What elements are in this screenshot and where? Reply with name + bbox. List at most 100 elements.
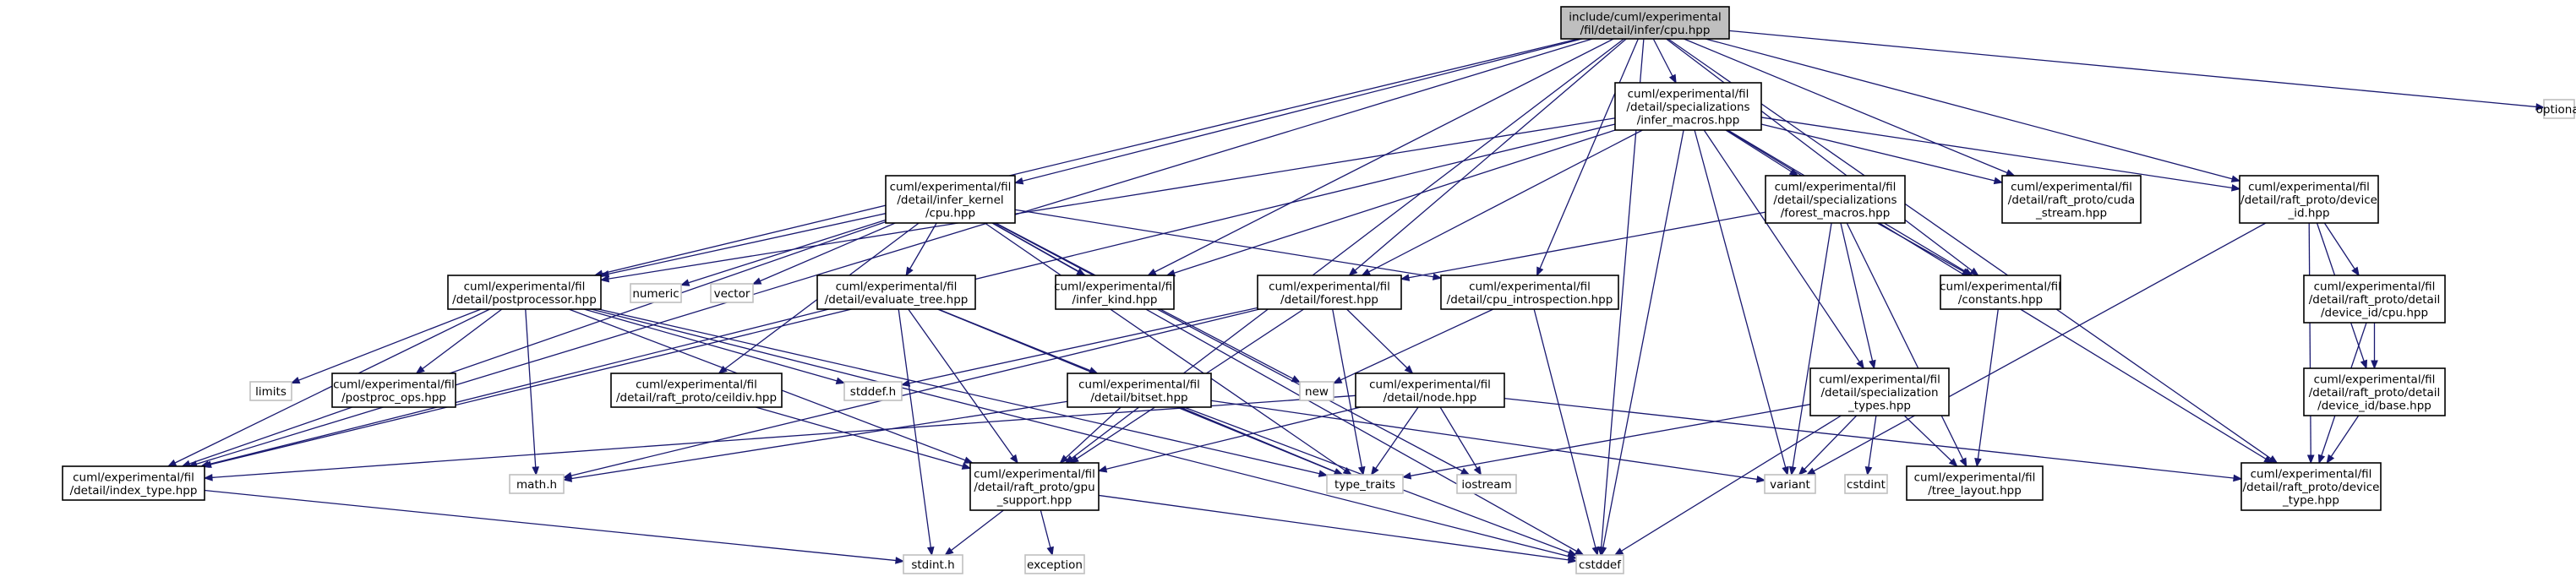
arrowhead-device_id-to-variant xyxy=(1805,467,1816,476)
arrowhead-postprocessor-to-postproc_ops xyxy=(415,365,425,374)
node-cpu-introspection[interactable]: cuml/experimental/fil/detail/cpu_introsp… xyxy=(1440,275,1619,310)
node-ceildiv[interactable]: cuml/experimental/fil/detail/raft_proto/… xyxy=(610,373,783,408)
node-box xyxy=(1906,465,2044,501)
arrowhead-infer_macros-to-device_id xyxy=(2230,184,2241,192)
node-label-line: _support.hpp xyxy=(996,494,1072,508)
edge-bitset-to-math xyxy=(563,400,1068,481)
node-label-line: cuml/experimental/fil xyxy=(333,378,455,391)
edge-device_id_base-to-device_type xyxy=(2326,415,2360,464)
edge-specialization_types-to-variant xyxy=(1798,415,1858,476)
node-device-type[interactable]: cuml/experimental/fil/detail/raft_proto/… xyxy=(2240,462,2382,511)
node-box xyxy=(969,462,1100,511)
node-device-id-base[interactable]: cuml/experimental/fil/detail/raft_proto/… xyxy=(2303,367,2446,416)
node-iostream: iostream xyxy=(1456,474,1517,494)
arrowhead-root-to-infer_kind xyxy=(1147,268,1157,276)
node-bitset[interactable]: cuml/experimental/fil/detail/bitset.hpp xyxy=(1067,373,1212,408)
node-device-id[interactable]: cuml/experimental/fil/detail/raft_proto/… xyxy=(2239,175,2379,224)
edge-infer_kernel_cpu-to-iostream xyxy=(994,222,1470,476)
arrowhead-root-to-constants xyxy=(1969,267,1979,276)
node-tree-layout[interactable]: cuml/experimental/fil/tree_layout.hpp xyxy=(1906,465,2044,501)
arrowhead-infer_kernel_cpu-to-cpu_introspection xyxy=(1432,273,1443,280)
node-label-line: /detail/raft_proto/device xyxy=(2240,193,2377,207)
edge-ceildiv-to-gpu_support xyxy=(755,406,971,469)
arrowhead-constants-to-tree_layout xyxy=(1974,458,1982,468)
node-infer-kernel-cpu[interactable]: cuml/experimental/fil/detail/infer_kerne… xyxy=(885,175,1016,224)
node-new: new xyxy=(1299,381,1334,401)
node-forest-macros[interactable]: cuml/experimental/fil/detail/specializat… xyxy=(1765,175,1906,224)
node-label-line: /detail/raft_proto/device xyxy=(2243,481,2380,494)
edge-specialization_types-to-tree_layout xyxy=(1903,415,1958,467)
arrowhead-bitset-to-math xyxy=(562,475,573,482)
node-label-line: /postproc_ops.hpp xyxy=(341,391,446,405)
node-label-line: math.h xyxy=(516,478,557,492)
nodes-layer: include/cuml/experimental/fil/detail/inf… xyxy=(62,6,2576,574)
node-label-line: cuml/experimental/fil xyxy=(1775,181,1897,194)
node-box xyxy=(1067,373,1212,408)
arrowhead-infer_macros-to-forest xyxy=(1361,268,1372,276)
node-specialization-types[interactable]: cuml/experimental/fil/detail/specializat… xyxy=(1809,367,1950,416)
arrowhead-node-to-index_type xyxy=(203,473,213,481)
arrowhead-postprocessor-to-math xyxy=(532,466,540,476)
edge-root-to-infer_kind xyxy=(1148,38,1614,276)
arrowhead-root-to-cpu_introspection xyxy=(1536,266,1544,277)
arrowhead-infer_kernel_cpu-to-numeric xyxy=(679,279,690,286)
edge-root-to-forest xyxy=(1348,38,1627,276)
arrowhead-device_id_cpu-to-device_type xyxy=(2317,454,2326,465)
node-label-line: cuml/experimental/fil xyxy=(1054,280,1176,293)
edge-constants-to-tree_layout xyxy=(1976,308,1999,467)
node-label-line: _id.hpp xyxy=(2287,207,2329,220)
arrowhead-root-to-device_id xyxy=(2230,175,2241,182)
node-label-line: cuml/experimental/fil xyxy=(1914,470,2036,484)
node-vector: vector xyxy=(710,283,754,303)
edge-root-to-device_type xyxy=(1667,38,2278,464)
arrowhead-forest_macros-to-forest xyxy=(1400,274,1411,281)
arrowhead-infer_kernel_cpu-to-postprocessor xyxy=(599,269,610,278)
edge-infer_macros-to-device_id xyxy=(1760,117,2240,190)
arrowhead-root-to-optional xyxy=(2535,103,2546,111)
node-device-id-cpu[interactable]: cuml/experimental/fil/detail/raft_proto/… xyxy=(2303,275,2446,324)
node-box xyxy=(2303,275,2446,324)
node-label-line: /detail/node.hpp xyxy=(1384,391,1477,405)
arrowhead-device_id-to-device_type xyxy=(2306,454,2315,465)
node-box xyxy=(1809,367,1950,416)
node-infer-kind[interactable]: cuml/experimental/fil/infer_kind.hpp xyxy=(1054,275,1176,310)
node-label-line: /detail/specialization xyxy=(1820,386,1938,400)
node-label-line: vector xyxy=(714,287,750,301)
edge-device_id-to-variant xyxy=(1806,222,2267,476)
node-variant: variant xyxy=(1764,474,1816,494)
node-infer-macros[interactable]: cuml/experimental/fil/detail/specializat… xyxy=(1614,82,1762,131)
node-node[interactable]: cuml/experimental/fil/detail/node.hpp xyxy=(1355,373,1505,408)
node-box xyxy=(62,465,205,501)
node-label-line: /infer_kind.hpp xyxy=(1072,293,1158,307)
node-box xyxy=(1844,474,1888,494)
node-label-line: type_traits xyxy=(1334,478,1395,492)
node-box xyxy=(610,373,783,408)
edge-root-to-infer_kernel_cpu xyxy=(1014,38,1582,184)
node-box xyxy=(249,381,292,401)
node-label-line: _types.hpp xyxy=(1847,400,1911,413)
arrowhead-forest_macros-to-tree_layout xyxy=(1959,457,1967,468)
edge-bitset-to-gpu_support xyxy=(1060,406,1122,464)
node-label-line: /detail/evaluate_tree.hpp xyxy=(825,293,969,307)
node-postproc-ops[interactable]: cuml/experimental/fil/postproc_ops.hpp xyxy=(331,373,456,408)
node-forest[interactable]: cuml/experimental/fil/detail/forest.hpp xyxy=(1257,275,1402,310)
node-index-type[interactable]: cuml/experimental/fil/detail/index_type.… xyxy=(62,465,205,501)
edge-infer_kernel_cpu-to-evaluate_tree xyxy=(905,222,937,276)
arrowhead-root-to-infer_kernel_cpu xyxy=(1013,177,1024,185)
arrowhead-evaluate_tree-to-gpu_support xyxy=(1010,454,1018,465)
node-label-line: cuml/experimental/fil xyxy=(1628,88,1749,101)
node-box xyxy=(1765,175,1906,224)
arrowhead-infer_macros-to-specialization_types xyxy=(1856,359,1864,370)
node-label-line: /constants.hpp xyxy=(1958,293,2043,307)
node-box xyxy=(1326,474,1404,494)
node-limits: limits xyxy=(249,381,292,401)
node-gpu-support[interactable]: cuml/experimental/fil/detail/raft_proto/… xyxy=(969,462,1100,511)
node-box xyxy=(630,283,682,303)
node-cuda-stream[interactable]: cuml/experimental/fil/detail/raft_proto/… xyxy=(2001,175,2142,224)
node-label-line: /cpu.hpp xyxy=(925,207,975,220)
edge-node-to-gpu_support xyxy=(1098,406,1362,472)
node-box xyxy=(331,373,456,408)
node-evaluate-tree[interactable]: cuml/experimental/fil/detail/evaluate_tr… xyxy=(816,275,976,310)
node-postprocessor[interactable]: cuml/experimental/fil/detail/postprocess… xyxy=(447,275,602,310)
node-constants[interactable]: cuml/experimental/fil/constants.hpp xyxy=(1940,275,2061,310)
